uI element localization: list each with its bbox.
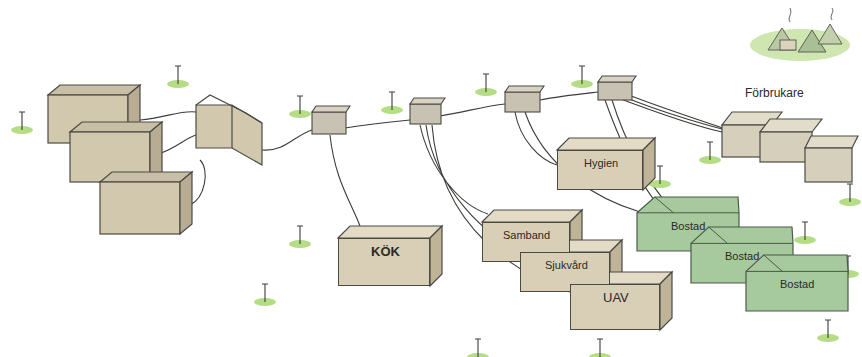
shelter-box: Hygien xyxy=(557,150,643,190)
shelter-label: Bostad xyxy=(725,250,759,262)
box-face xyxy=(660,272,672,330)
box-face xyxy=(557,138,655,150)
shelter-box: UAV xyxy=(570,284,660,330)
shelter-label: Bostad xyxy=(780,278,814,290)
box-face xyxy=(430,226,442,286)
shelter-label: Samband xyxy=(503,229,550,241)
box-face xyxy=(482,210,582,222)
shelter-label: Hygien xyxy=(584,157,618,169)
shelter-label: Bostad xyxy=(671,220,705,232)
box-face xyxy=(338,226,442,238)
shelter-label: UAV xyxy=(603,291,629,305)
shelter-label: KÖK xyxy=(371,245,400,259)
tent-box: Bostad xyxy=(745,254,849,312)
group-label: Förbrukare xyxy=(745,86,804,100)
shelter-box: KÖK xyxy=(338,238,430,286)
box-face xyxy=(643,138,655,190)
shelter-label: Sjukvård xyxy=(545,259,588,271)
